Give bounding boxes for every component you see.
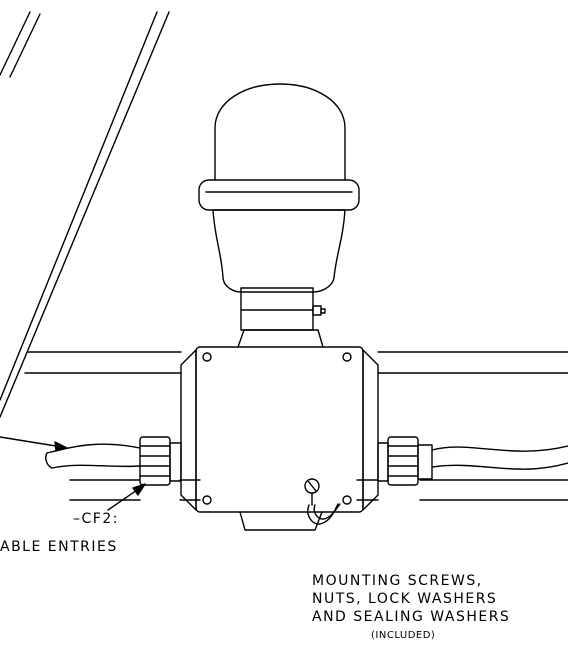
ground-lug	[304, 478, 341, 525]
mounting-rail-upper	[24, 351, 568, 374]
cable-gland-right	[377, 436, 433, 486]
mounting-note: (INCLUDED)	[371, 630, 436, 641]
cable-right	[431, 445, 568, 470]
leader-arrows	[0, 436, 146, 511]
mounting-rail-lower	[69, 479, 568, 501]
mounting-label-line3: AND SEALING WASHERS	[312, 609, 511, 625]
mounting-label-line2: NUTS, LOCK WASHERS	[312, 591, 498, 607]
beacon-light	[198, 83, 360, 331]
cable-gland-left	[139, 436, 182, 486]
cable-entries-label: ABLE ENTRIES	[0, 539, 118, 555]
junction-box	[180, 329, 379, 531]
mounting-label-line1: MOUNTING SCREWS,	[312, 573, 483, 589]
diagonal-strut	[0, 11, 170, 418]
cf2-label: –CF2:	[73, 511, 119, 527]
cover-screws	[202, 352, 352, 505]
